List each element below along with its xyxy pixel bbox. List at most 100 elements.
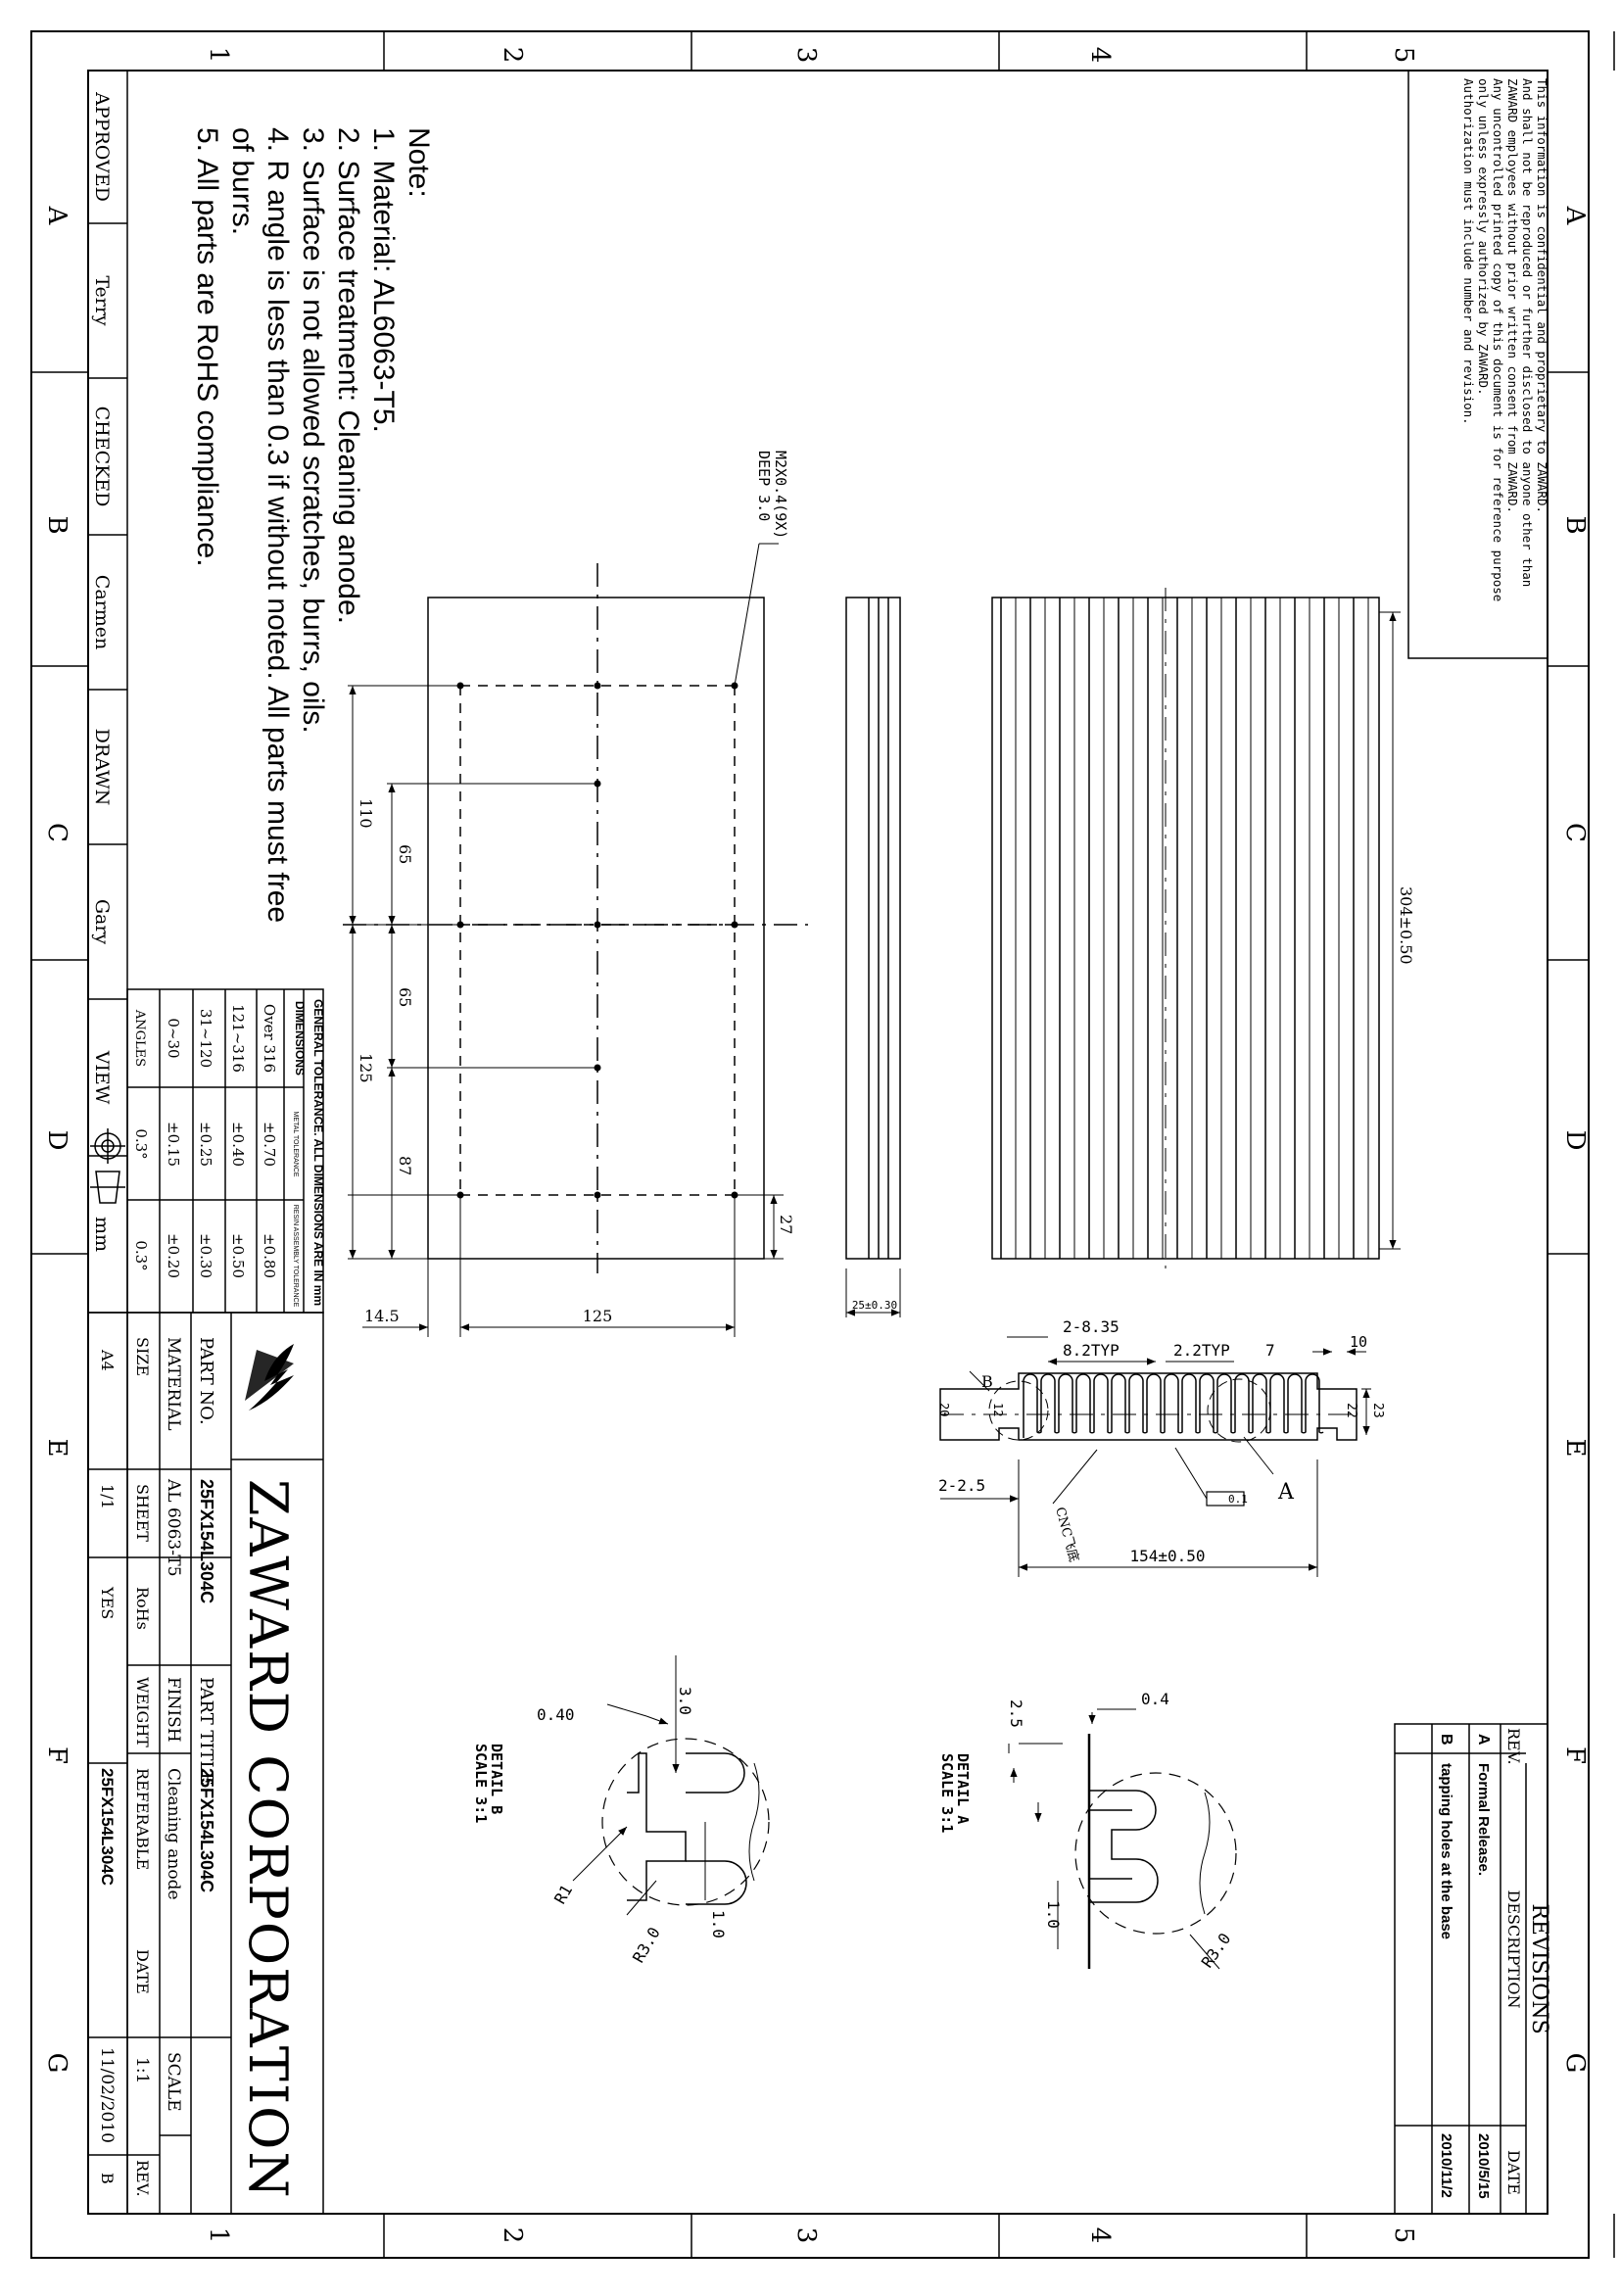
zone-row-label: D	[42, 1130, 71, 1151]
revisions-text: REVISIONS REV. DESCRIPTION DATE A Formal…	[1438, 1728, 1551, 2199]
svg-text:0.1: 0.1	[1228, 1493, 1248, 1506]
note-item: 1. Material: AL6063-T5.	[367, 127, 400, 433]
svg-text:METAL TOLERANCE: METAL TOLERANCE	[292, 1111, 299, 1176]
side-view	[845, 597, 901, 1317]
svg-text:DETAIL A: DETAIL A	[954, 1753, 972, 1824]
svg-text:only unless expressly authoriz: only unless expressly authorized by ZAWA…	[1476, 78, 1491, 396]
svg-text:65: 65	[396, 987, 414, 1007]
svg-text:ZAWARD employees without prior: ZAWARD employees without prior written c…	[1505, 78, 1520, 513]
zone-col-label: 1	[204, 47, 233, 64]
svg-text:M2X0.4(9X): M2X0.4(9X)	[772, 451, 789, 539]
title-block-text: ZAWARD CORPORATION PART NO. 25FX154L304C…	[97, 1337, 299, 2200]
confidential-notice: This information is confidential and pro…	[1461, 78, 1549, 601]
detail-a-labels: DETAIL A SCALE 3:1 0.4 2.5 1.0 R3.0	[938, 1690, 1234, 1971]
svg-text:0.3°: 0.3°	[132, 1240, 150, 1270]
svg-text:FINISH: FINISH	[164, 1677, 183, 1743]
sheet-value: 1/1	[98, 1484, 117, 1509]
svg-text:87: 87	[396, 1156, 414, 1175]
tolerance-text: GENERAL TOLERANCE. ALL DIMENSIONS ARE IN…	[132, 999, 325, 1308]
svg-text:PART TITLE: PART TITLE	[196, 1677, 216, 1786]
svg-text:R3.0: R3.0	[629, 1924, 664, 1966]
svg-text:27: 27	[777, 1215, 795, 1234]
note-item: 4. R angle is less than 0.3 if without n…	[262, 127, 294, 923]
zone-row-label: B	[42, 515, 71, 534]
svg-text:Formal Release.: Formal Release.	[1475, 1763, 1492, 1876]
svg-text:2.5: 2.5	[1007, 1699, 1025, 1728]
approved-label: APPROVED	[91, 91, 113, 202]
view-label: VIEW	[91, 1050, 113, 1105]
revisions-table	[1394, 1723, 1549, 2215]
svg-text:RESIN ASSEMBLY TOLERANCE: RESIN ASSEMBLY TOLERANCE	[292, 1205, 299, 1308]
svg-text:CNC飞底: CNC飞底	[1052, 1506, 1081, 1563]
svg-text:Authorization must include num: Authorization must include number and re…	[1461, 78, 1476, 425]
zone-col-label: 4	[1085, 2227, 1115, 2244]
zone-row-label: D	[1560, 1130, 1590, 1151]
zone-col-label: 1	[204, 2227, 233, 2244]
svg-text:DATE: DATE	[133, 1949, 152, 1994]
size-value: A4	[98, 1349, 117, 1371]
zone-col-label: 5	[1389, 2227, 1418, 2244]
svg-text:B: B	[981, 1372, 993, 1391]
zone-row-label: E	[42, 1439, 71, 1458]
profile-view	[939, 1336, 1371, 1577]
svg-text:121~316: 121~316	[229, 1004, 247, 1073]
notes-heading: Note:	[403, 127, 435, 198]
drawer-name: Gary	[91, 899, 113, 945]
svg-text:±0.50: ±0.50	[229, 1233, 247, 1278]
svg-text:REV.: REV.	[1504, 1728, 1523, 1765]
zone-col-label: 4	[1085, 47, 1115, 64]
svg-text:±0.70: ±0.70	[261, 1122, 278, 1167]
tolerance-table	[126, 988, 324, 1314]
zaward-logo-icon	[245, 1344, 294, 1411]
svg-text:SCALE: SCALE	[164, 2052, 183, 2112]
note-item: of burrs.	[226, 127, 259, 235]
detail-b	[572, 1655, 770, 1916]
svg-text:10: 10	[1350, 1333, 1367, 1351]
zone-col-label: 2	[498, 47, 527, 64]
svg-text:GENERAL TOLERANCE. ALL DIMENSI: GENERAL TOLERANCE. ALL DIMENSIONS ARE IN…	[311, 999, 325, 1306]
svg-text:2.2TYP: 2.2TYP	[1173, 1341, 1230, 1360]
zone-row-label: C	[1560, 823, 1590, 842]
svg-text:REV.: REV.	[133, 2160, 152, 2197]
checker-name: Carmen	[91, 575, 113, 649]
company-name: ZAWARD CORPORATION	[237, 1479, 299, 2200]
svg-text:2010/5/15: 2010/5/15	[1475, 2133, 1492, 2199]
svg-text:±0.30: ±0.30	[197, 1233, 214, 1278]
confidential-box	[1407, 70, 1549, 659]
svg-text:65: 65	[396, 844, 414, 864]
svg-text:SCALE 3:1: SCALE 3:1	[938, 1753, 956, 1833]
profile-dims: 2-8.35 8.2TYP 2.2TYP 7 10 20 12 22 23 2-…	[937, 1317, 1385, 1565]
svg-text:DEEP 3.0: DEEP 3.0	[755, 451, 773, 521]
svg-text:±0.25: ±0.25	[197, 1122, 214, 1167]
zone-col-label: 5	[1389, 47, 1418, 64]
svg-text:Any uncontrolled printed copy: Any uncontrolled printed copy of this do…	[1491, 78, 1505, 601]
svg-text:A: A	[1277, 1480, 1295, 1505]
svg-text:2-8.35: 2-8.35	[1063, 1317, 1120, 1336]
svg-text:SCALE 3:1: SCALE 3:1	[472, 1744, 490, 1823]
svg-text:2-2.5: 2-2.5	[938, 1476, 985, 1495]
svg-text:125: 125	[583, 1307, 613, 1325]
svg-text:RoHs: RoHs	[133, 1587, 152, 1630]
note-item: 5. All parts are RoHS compliance.	[191, 127, 223, 567]
notes-block: Note: 1. Material: AL6063-T5. 2. Surface…	[191, 127, 435, 923]
bottom-view	[343, 543, 808, 1337]
svg-text:154±0.50: 154±0.50	[1129, 1547, 1205, 1565]
svg-text:DIMENSIONS: DIMENSIONS	[293, 1001, 307, 1076]
approver-name: Terry	[91, 275, 113, 326]
svg-text:3.0: 3.0	[676, 1687, 694, 1715]
dim-25: 25±0.30	[852, 1299, 897, 1312]
checked-label: CHECKED	[91, 407, 113, 507]
svg-text:This information is confidenti: This information is confidential and pro…	[1535, 78, 1549, 513]
svg-text:DETAIL B: DETAIL B	[488, 1744, 505, 1814]
scale-value: 1:1	[132, 2057, 152, 2083]
material-value: AL 6063-T5	[164, 1478, 183, 1577]
unit-label: mm	[91, 1217, 113, 1252]
note-item: 2. Surface treatment: Cleaning anode.	[332, 127, 364, 624]
svg-text:REFERABLE: REFERABLE	[133, 1768, 152, 1870]
svg-text:1.0: 1.0	[709, 1910, 728, 1938]
svg-text:±0.20: ±0.20	[165, 1233, 182, 1278]
svg-text:14.5: 14.5	[364, 1307, 400, 1325]
zone-row-label: A	[42, 206, 71, 226]
